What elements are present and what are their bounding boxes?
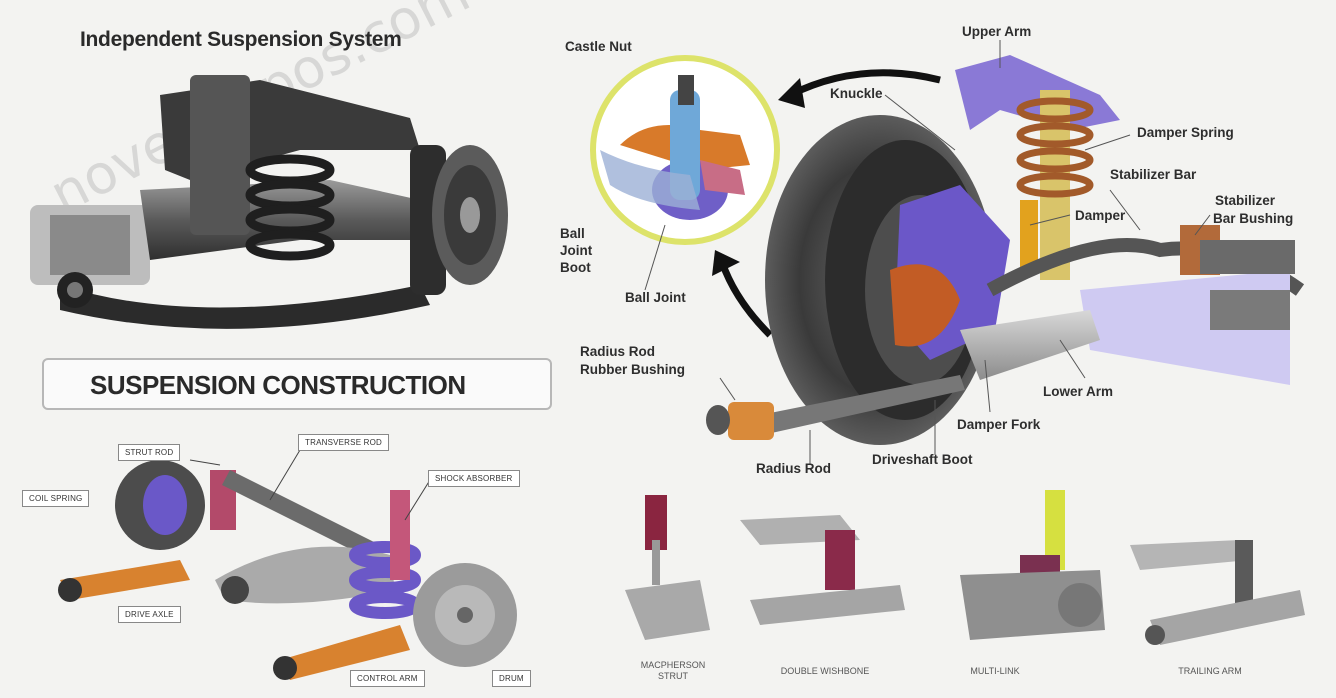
diagram-title: Independent Suspension System — [80, 28, 402, 52]
caption-trailing-arm: TRAILING ARM — [1140, 666, 1280, 677]
independent-suspension-drawing — [30, 75, 508, 329]
label-upper-arm: Upper Arm — [962, 24, 1031, 40]
label-ball-joint: Ball Joint — [625, 290, 686, 306]
construction-label-drum: DRUM — [492, 670, 531, 687]
label-stabilizer-bar-bushing-1: Stabilizer — [1215, 193, 1275, 209]
construction-label-coil-spring: COIL SPRING — [22, 490, 89, 507]
front-suspension-drawing — [706, 55, 1300, 445]
label-knuckle: Knuckle — [830, 86, 883, 102]
label-driveshaft-boot: Driveshaft Boot — [872, 452, 973, 468]
label-ball-joint-boot-3: Boot — [560, 260, 591, 276]
label-radius-rod-rubber-bushing-1: Radius Rod — [580, 344, 655, 360]
caption-macpherson-line-2: STRUT — [618, 671, 728, 682]
label-lower-arm: Lower Arm — [1043, 384, 1113, 400]
caption-macpherson-line-1: MACPHERSON — [618, 660, 728, 671]
caption-macpherson-strut: MACPHERSON STRUT — [618, 660, 728, 682]
suspension-types-drawings — [625, 490, 1305, 645]
label-radius-rod: Radius Rod — [756, 461, 831, 477]
label-castle-nut: Castle Nut — [565, 39, 632, 55]
construction-label-transverse-rod: TRANSVERSE ROD — [298, 434, 389, 451]
caption-multi-link: MULTI-LINK — [955, 666, 1035, 677]
label-stabilizer-bar: Stabilizer Bar — [1110, 167, 1196, 183]
construction-label-strut-rod: STRUT ROD — [118, 444, 180, 461]
label-ball-joint-boot-2: Joint — [560, 243, 592, 259]
label-radius-rod-rubber-bushing-2: Rubber Bushing — [580, 362, 685, 378]
ball-joint-zoom-circle — [593, 58, 777, 242]
construction-label-control-arm: CONTROL ARM — [350, 670, 425, 687]
construction-label-drive-axle: DRIVE AXLE — [118, 606, 181, 623]
label-damper-fork: Damper Fork — [957, 417, 1040, 433]
caption-double-wishbone: DOUBLE WISHBONE — [755, 666, 895, 677]
label-stabilizer-bar-bushing-2: Bar Bushing — [1213, 211, 1293, 227]
construction-label-shock-absorber: SHOCK ABSORBER — [428, 470, 520, 487]
label-damper: Damper — [1075, 208, 1125, 224]
label-ball-joint-boot-1: Ball — [560, 226, 585, 242]
construction-heading: SUSPENSION CONSTRUCTION — [90, 370, 466, 401]
label-damper-spring: Damper Spring — [1137, 125, 1234, 141]
